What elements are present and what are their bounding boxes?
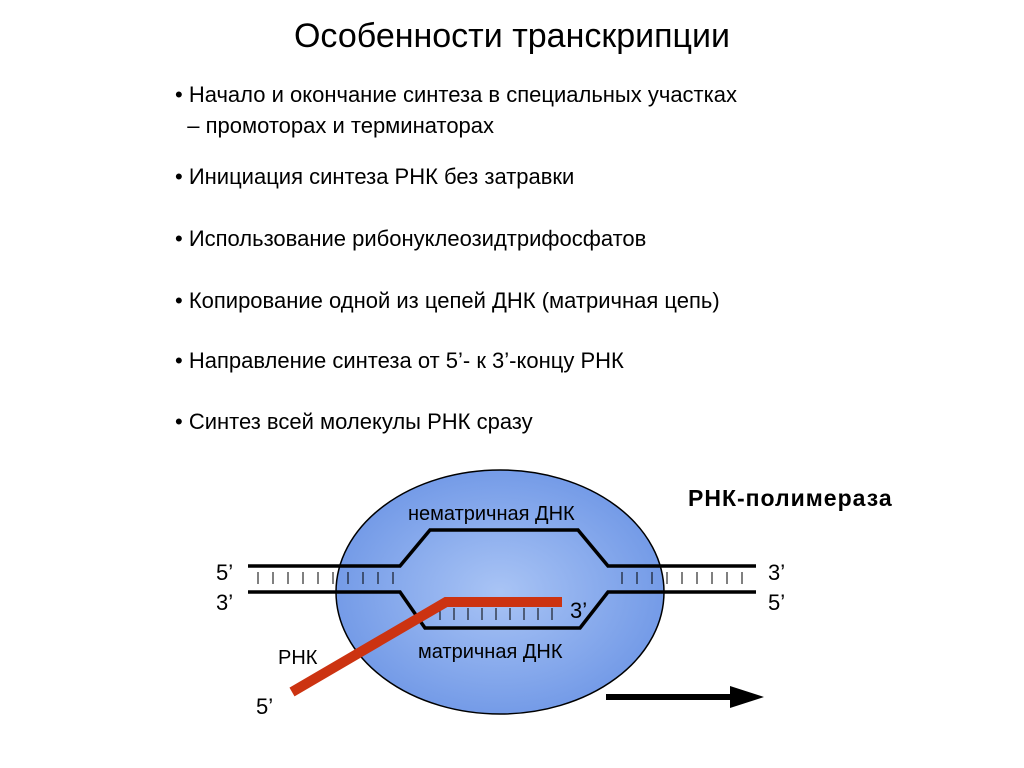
- rna-polymerase-label: РНК-полимераза: [688, 485, 893, 511]
- left-top-end-label: 5’: [216, 560, 233, 585]
- bullet-item: – промоторах и терминаторах: [175, 113, 495, 138]
- right-bottom-end-label: 5’: [768, 590, 785, 615]
- right-base-pairs: [621, 572, 743, 584]
- nontemplate-dna-label: нематричная ДНК: [408, 503, 575, 525]
- bullet-item: • Направление синтеза от 5’- к 3’-концу …: [175, 348, 624, 373]
- bullet-item: • Использование рибонуклеозидтрифосфатов: [175, 226, 647, 251]
- left-base-pairs: [257, 572, 394, 584]
- rna-label: РНК: [278, 647, 318, 669]
- bullet-item: • Инициация синтеза РНК без затравки: [175, 164, 575, 189]
- hybrid-base-pairs: [439, 608, 553, 620]
- bullet-item: • Синтез всей молекулы РНК сразу: [175, 409, 533, 434]
- bullet-item: • Начало и окончание синтеза в специальн…: [175, 82, 737, 107]
- nontemplate-dna-strand: [248, 528, 756, 568]
- template-dna-strand: [248, 590, 756, 630]
- rna-strand: [289, 597, 562, 697]
- template-dna-label: матричная ДНК: [418, 641, 563, 663]
- direction-arrow: [606, 686, 764, 708]
- rna-5-end-label: 5’: [256, 694, 273, 719]
- left-bottom-end-label: 3’: [216, 590, 233, 615]
- bullet-item: • Копирование одной из цепей ДНК (матрич…: [175, 288, 720, 313]
- right-top-end-label: 3’: [768, 560, 785, 585]
- rna-3-end-label: 3’: [570, 598, 587, 623]
- slide-title: Особенности транскрипции: [293, 17, 731, 55]
